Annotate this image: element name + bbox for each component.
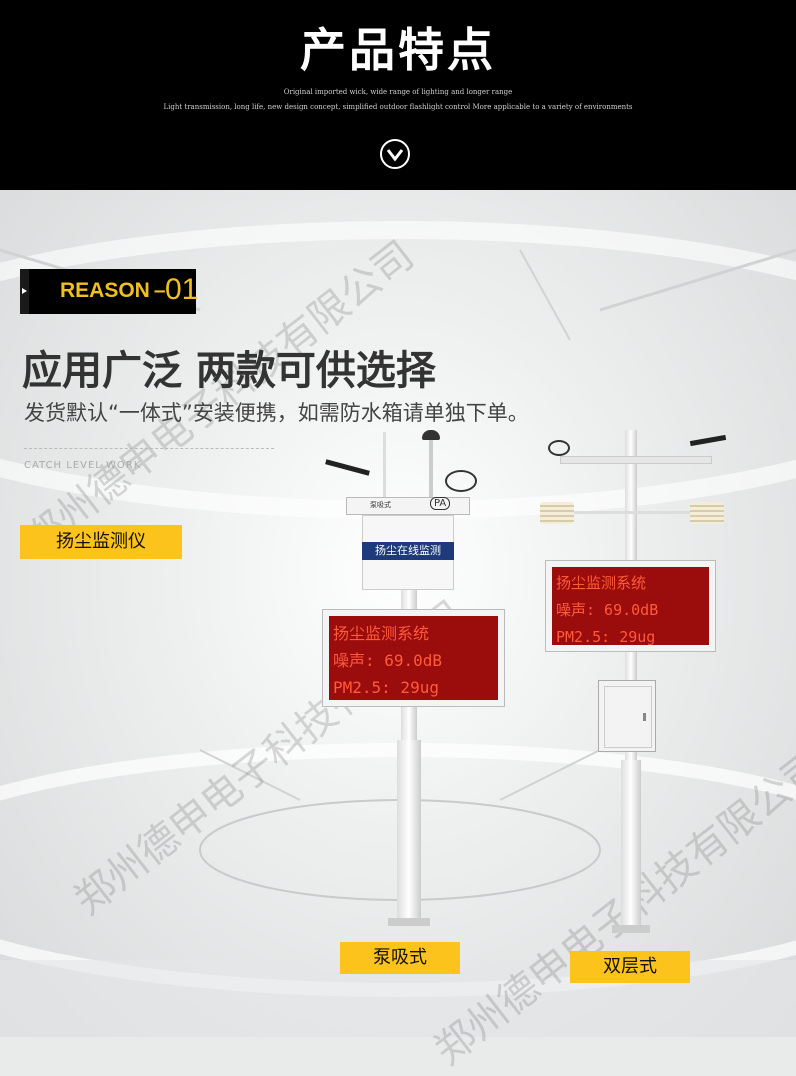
chevron-down-icon[interactable] [380,139,410,169]
caption-pump-type: 泵吸式 [340,942,460,974]
led-line: PM2.5: 29ug [333,678,439,697]
led-line: PM2.5: 29ug [556,628,656,646]
header-subtitle-1: Original imported wick, wide range of li… [283,88,513,96]
led-line: 噪声: 69.0dB [333,651,443,670]
led-line: 扬尘监测系统 [556,574,647,592]
led-line: 扬尘监测系统 [333,624,430,643]
triangle-icon [20,269,29,314]
catch-text: CATCH LEVEL WORK [24,460,142,471]
reason-badge: REASON– 01 [20,269,199,314]
device-banner: 扬尘在线监测 [362,542,454,560]
section-title: 应用广泛 两款可供选择 [22,348,436,394]
control-cabinet [598,680,656,752]
reason-number: 01 [165,273,199,306]
divider [24,448,274,449]
led-display: 扬尘监测系统 噪声: 69.0dB PM2.5: 29ug [323,610,504,706]
header-banner: 产品特点 Original imported wick, wide range … [0,0,796,190]
caption-double-layer: 双层式 [570,951,690,983]
section-description: 发货默认“一体式”安装便携，如需防水箱请单独下单。 [24,401,529,425]
led-display: 扬尘监测系统 噪声: 69.0dB PM2.5: 29ug [546,561,715,651]
reason-label: REASON– [60,279,166,302]
led-line: 噪声: 69.0dB [556,601,659,619]
box-logo: PA [430,497,451,510]
header-subtitle-2: Light transmission, long life, new desig… [163,103,633,111]
box-label: 泵吸式 [370,501,391,509]
page-title: 产品特点 [300,23,496,77]
product-label: 扬尘监测仪 [20,525,182,559]
